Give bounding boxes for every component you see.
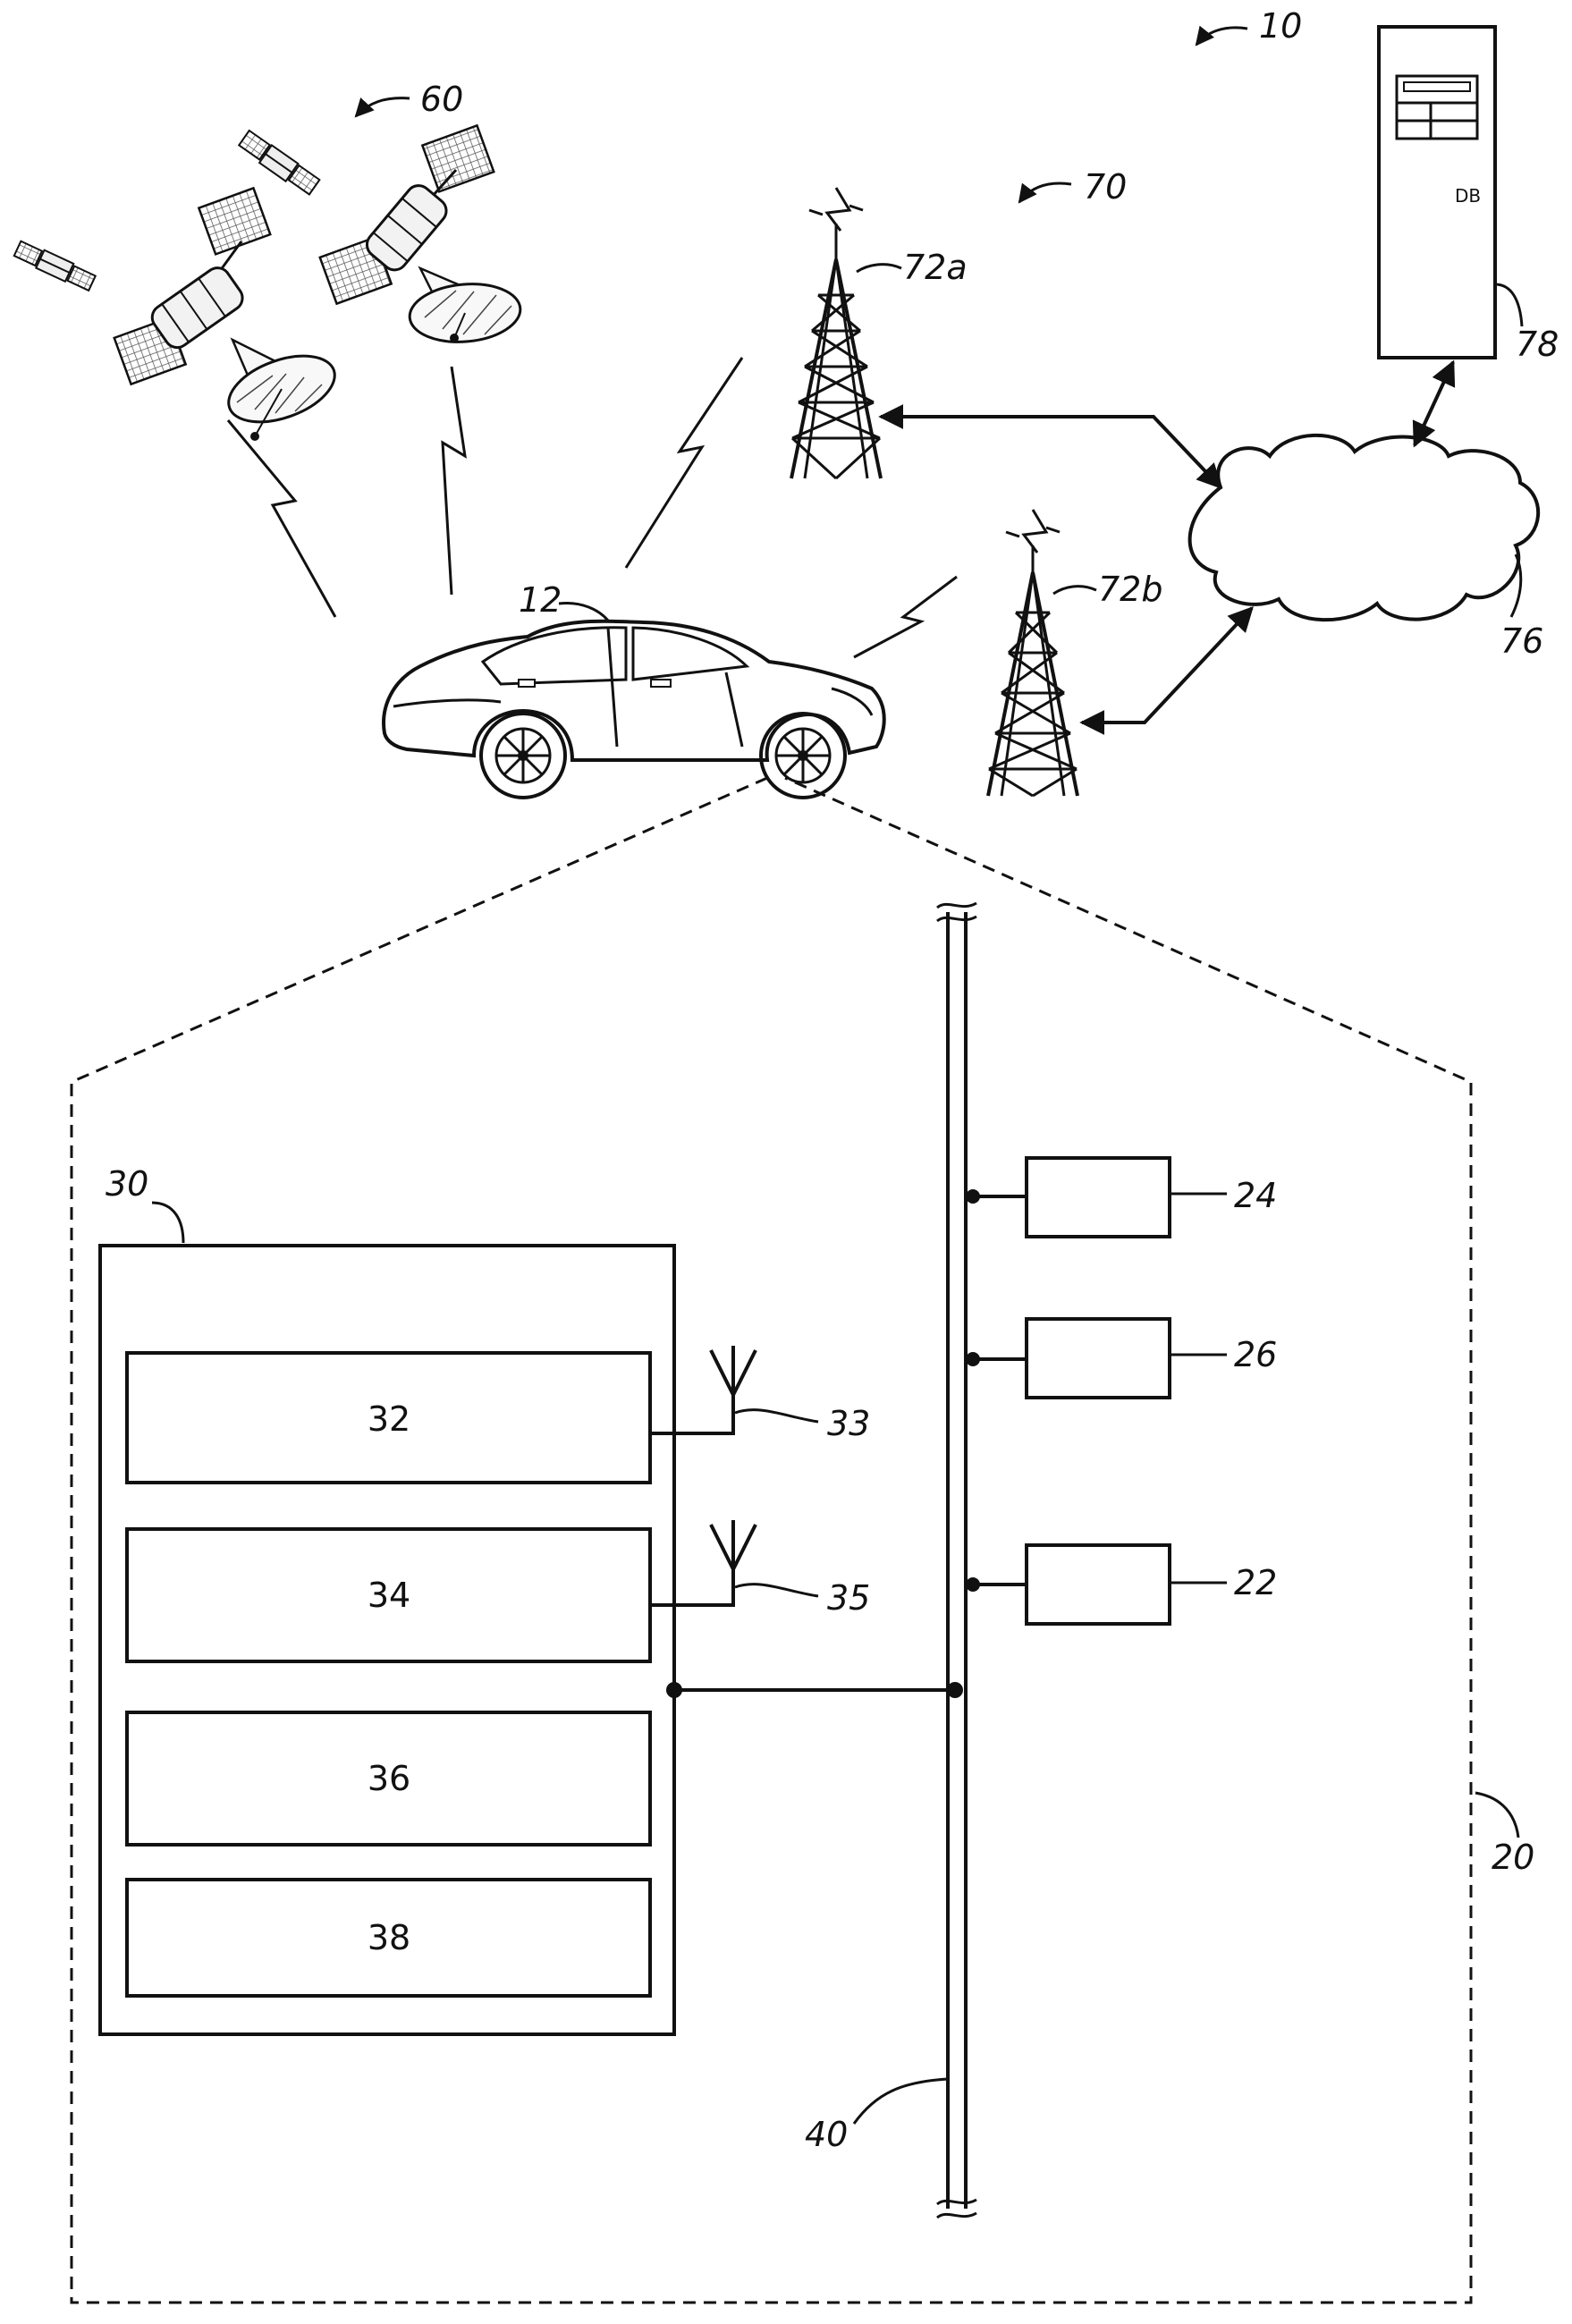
ref-tower-a: 72a bbox=[856, 248, 968, 287]
communication-bus bbox=[936, 901, 977, 2219]
ref-bus: 40 bbox=[805, 2077, 949, 2154]
ref-server: 78 bbox=[1494, 283, 1559, 364]
satellite-small-left bbox=[13, 240, 97, 292]
ref-cloud: 76 bbox=[1500, 554, 1543, 661]
satellite-large-right bbox=[318, 123, 522, 343]
satellite-large-left bbox=[113, 186, 336, 441]
antenna-35: 35 bbox=[650, 1520, 870, 1618]
cell-tower-b bbox=[986, 509, 1079, 798]
svg-text:32: 32 bbox=[368, 1399, 410, 1439]
ref-vehicle: 12 bbox=[519, 580, 610, 622]
svg-text:26: 26 bbox=[1234, 1335, 1277, 1374]
signal-link-satellite-1 bbox=[226, 419, 337, 618]
cell-tower-a bbox=[790, 187, 883, 480]
signal-link-tower-b bbox=[853, 575, 958, 659]
box-32: 32 bbox=[125, 1351, 652, 1484]
link-tower-b-cloud bbox=[1079, 605, 1254, 735]
module-26: 26 bbox=[966, 1317, 1277, 1399]
box-38: 38 bbox=[125, 1878, 652, 1998]
ref-system: 10 bbox=[1195, 6, 1302, 46]
box-36: 36 bbox=[125, 1711, 652, 1847]
ref-tower-b: 72b bbox=[1052, 570, 1162, 609]
ref-wireless-network: 70 bbox=[1018, 167, 1127, 207]
svg-text:78: 78 bbox=[1516, 325, 1559, 364]
svg-text:20: 20 bbox=[1492, 1838, 1534, 1877]
box-34: 34 bbox=[125, 1527, 652, 1663]
svg-text:76: 76 bbox=[1500, 621, 1543, 661]
unit-bus-connection bbox=[666, 1682, 963, 1698]
unit-30: 30 bbox=[98, 1164, 676, 2036]
module-22: 22 bbox=[966, 1543, 1277, 1626]
svg-text:30: 30 bbox=[106, 1164, 148, 1204]
ref-electronics: 20 bbox=[1475, 1791, 1534, 1877]
vehicle bbox=[382, 619, 886, 799]
svg-text:35: 35 bbox=[827, 1578, 870, 1618]
svg-text:36: 36 bbox=[368, 1759, 410, 1798]
ref-satellites: 60 bbox=[354, 80, 463, 119]
antenna-33: 33 bbox=[650, 1346, 870, 1443]
svg-text:40: 40 bbox=[805, 2115, 848, 2154]
svg-text:10: 10 bbox=[1259, 6, 1302, 46]
signal-link-satellite-2 bbox=[441, 366, 467, 596]
server-tower: DB bbox=[1377, 25, 1497, 359]
svg-text:60: 60 bbox=[420, 80, 463, 119]
svg-text:70: 70 bbox=[1084, 167, 1127, 207]
server-label: DB bbox=[1455, 185, 1481, 207]
module-24: 24 bbox=[966, 1156, 1277, 1238]
cloud bbox=[1187, 433, 1541, 622]
svg-text:24: 24 bbox=[1234, 1176, 1277, 1215]
vehicle-electronics-enclosure bbox=[70, 776, 1473, 2304]
satellite-small-top bbox=[237, 129, 321, 196]
svg-text:38: 38 bbox=[368, 1918, 410, 1957]
svg-text:34: 34 bbox=[368, 1576, 410, 1615]
link-tower-a-cloud bbox=[878, 404, 1222, 490]
signal-link-tower-a bbox=[624, 357, 744, 569]
svg-text:72b: 72b bbox=[1098, 570, 1162, 609]
svg-text:33: 33 bbox=[827, 1404, 870, 1443]
svg-text:12: 12 bbox=[519, 580, 562, 620]
link-server-cloud bbox=[1412, 359, 1456, 448]
svg-text:22: 22 bbox=[1234, 1563, 1277, 1602]
svg-text:72a: 72a bbox=[903, 248, 968, 287]
